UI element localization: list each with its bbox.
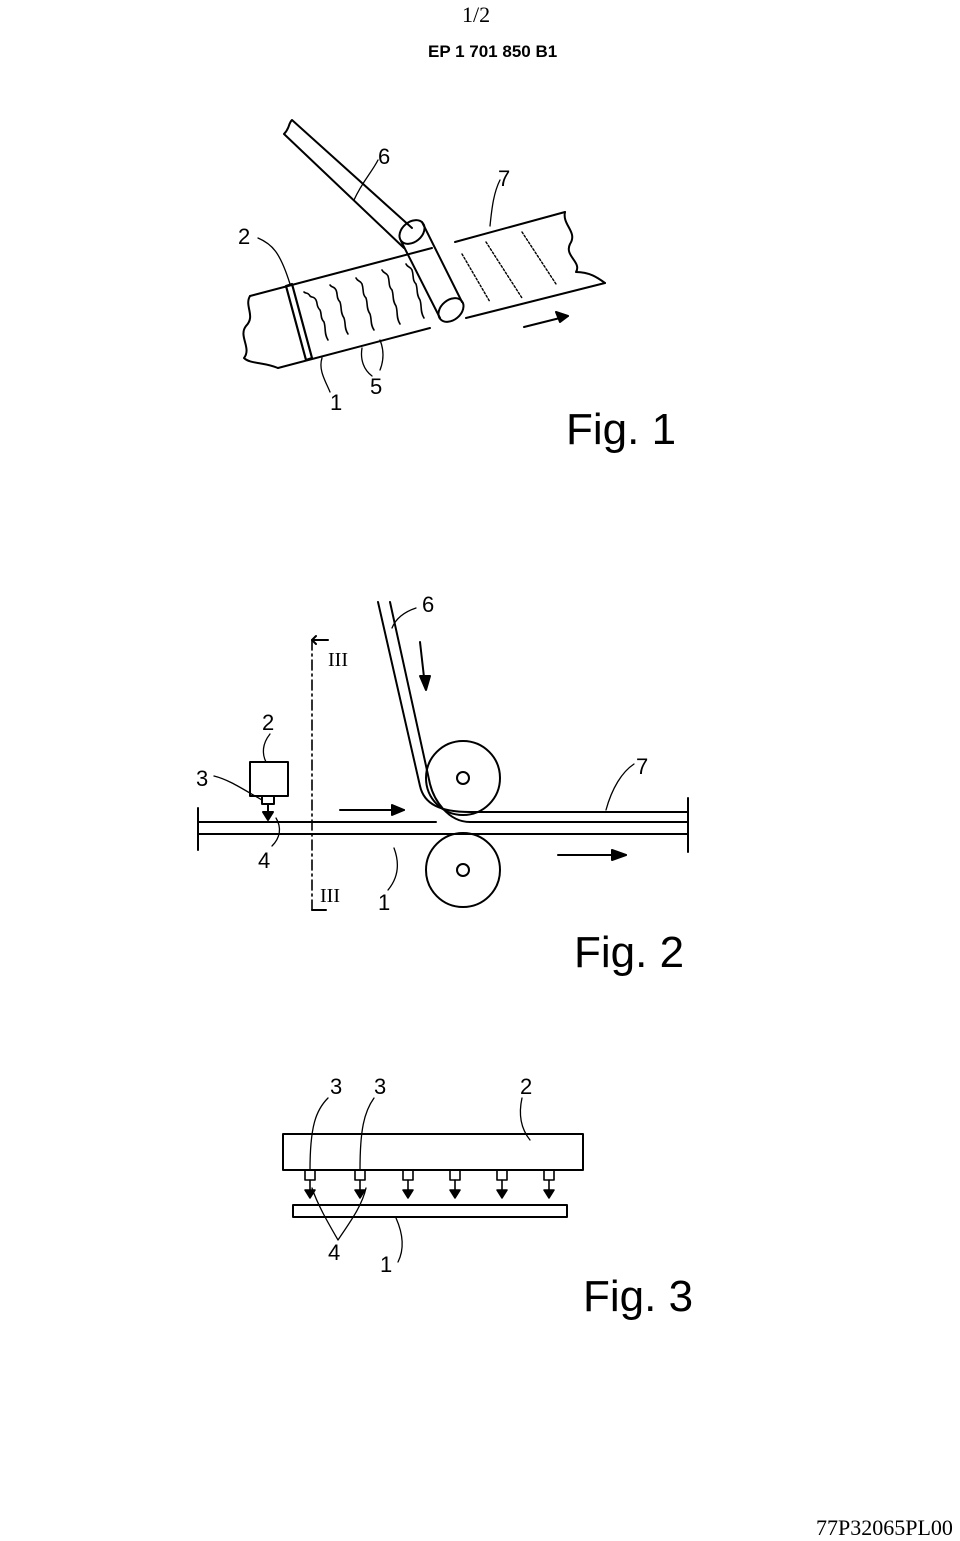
fig2-printhead-box <box>249 761 289 797</box>
fig2-upper-roller-axle <box>456 771 470 785</box>
fig2-ref-III-top: III <box>328 649 348 671</box>
fig2-lower-roller-axle <box>456 863 470 877</box>
fig1-pressure-roller <box>398 219 465 323</box>
fig2-leader-lines <box>213 607 635 891</box>
fig2-drawing <box>197 601 689 911</box>
fig3-caption: Fig. 3 <box>583 1272 694 1321</box>
fig2-section-arrowhead-top <box>311 635 317 645</box>
fig1-caption: Fig. 1 <box>566 405 677 454</box>
fig3-ref-4: 4 <box>328 1240 340 1265</box>
fig1-ref-1: 1 <box>330 390 342 415</box>
fig3-leader-lines <box>309 1097 531 1263</box>
fig2-foil-arrow <box>419 641 431 691</box>
fig3-ref-2: 2 <box>520 1074 532 1099</box>
fig1-drawing <box>242 119 606 393</box>
fig2-ref-3: 3 <box>196 766 208 791</box>
fig2-droplet-arrowhead <box>262 811 274 821</box>
fig1-ref-2: 2 <box>238 224 250 249</box>
fig3-drawing <box>282 1097 584 1263</box>
fig1-web-right-edge <box>563 211 606 284</box>
fig2-caption: Fig. 2 <box>574 928 685 977</box>
fig2-ref-6: 6 <box>422 592 434 617</box>
fig1-web-left-edge <box>242 295 279 369</box>
fig1-leader-lines <box>257 159 501 393</box>
fig1-ref-5: 5 <box>370 374 382 399</box>
fig3-nozzles <box>304 1169 555 1199</box>
reference-numerals: 2 6 7 1 5 6 III 2 3 7 4 III 1 3 3 2 4 1 <box>196 144 648 1277</box>
fig2-ref-7: 7 <box>636 754 648 779</box>
fig2-ref-2: 2 <box>262 710 274 735</box>
fig3-ref-1: 1 <box>380 1252 392 1277</box>
fig2-ref-4: 4 <box>258 848 270 873</box>
fig1-web-strip <box>249 211 606 369</box>
fig3-ref-3a: 3 <box>330 1074 342 1099</box>
fig1-direction-arrow <box>523 311 569 328</box>
fig2-foil-curve <box>377 601 471 823</box>
fig2-output-arrow <box>557 849 627 861</box>
fig2-end-ticks <box>197 797 689 853</box>
fig2-nozzle <box>261 795 275 805</box>
fig3-printhead-body <box>282 1133 584 1171</box>
fig3-substrate <box>292 1204 568 1218</box>
fig2-upper-roller <box>425 740 501 816</box>
fig1-droplet-rows <box>303 263 425 341</box>
fig2-ref-1: 1 <box>378 890 390 915</box>
fig1-printhead-bar <box>284 282 314 362</box>
fig2-substrate <box>197 821 689 835</box>
fig1-ref-7: 7 <box>498 166 510 191</box>
footer-code: 77P32065PL00 <box>816 1515 953 1540</box>
fig1-cured-stripes <box>461 231 557 303</box>
page-number: 1/2 <box>462 2 491 27</box>
patent-number: EP 1 701 850 B1 <box>428 42 558 61</box>
fig2-ref-III-bottom: III <box>320 885 340 907</box>
fig1-foil-strip <box>283 119 413 249</box>
fig2-laminate-top <box>469 811 689 823</box>
fig1-ref-6: 6 <box>378 144 390 169</box>
fig2-feed-arrow <box>339 804 405 816</box>
fig3-ref-3b: 3 <box>374 1074 386 1099</box>
fig2-lower-roller <box>425 832 501 908</box>
